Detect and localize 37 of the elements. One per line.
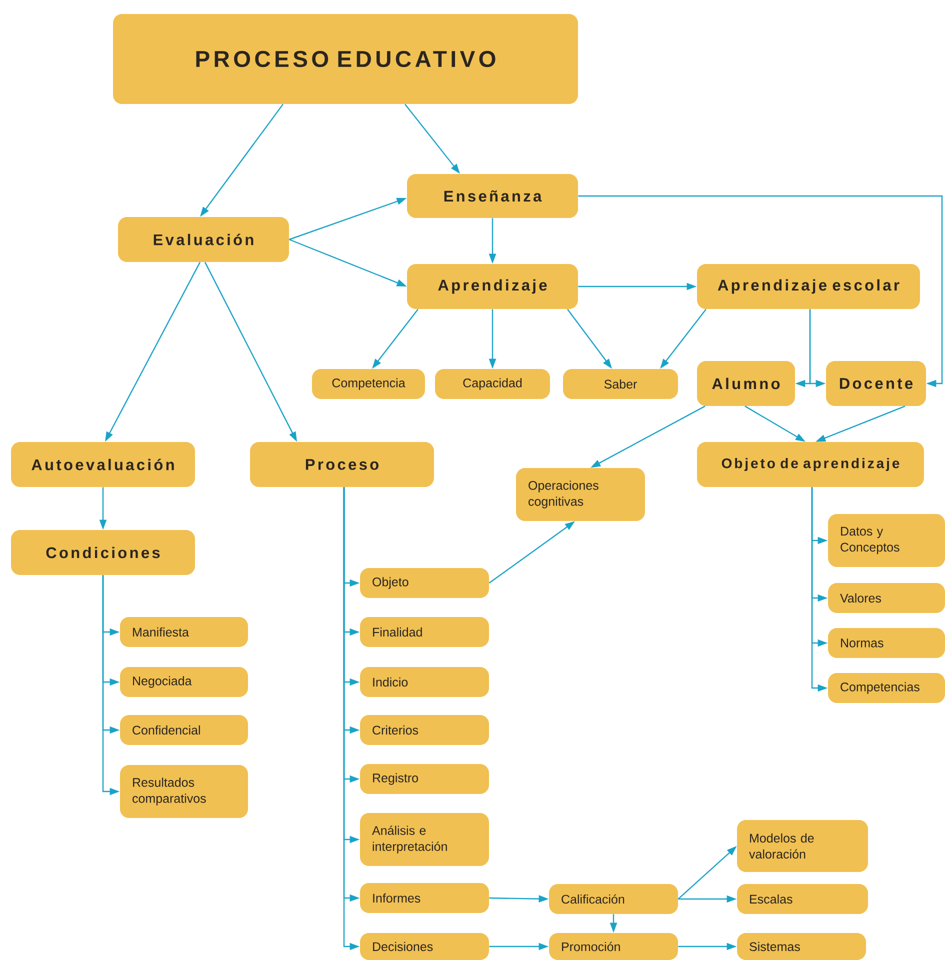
- concept-box: Decisiones: [360, 933, 489, 960]
- concept-box: Finalidad: [360, 617, 489, 647]
- concept-box: Alumno: [697, 361, 795, 406]
- concept-box: Objeto: [360, 568, 489, 598]
- concept-box: Informes: [360, 883, 489, 913]
- concept-box: Confidencial: [120, 715, 248, 745]
- concept-box: Capacidad: [435, 369, 550, 399]
- concept-box: Saber: [563, 369, 678, 399]
- concept-box: Calificación: [549, 884, 678, 914]
- concept-box: Condiciones: [11, 530, 195, 575]
- title-box: PROCESO EDUCATIVO: [113, 14, 578, 104]
- concept-box: Sistemas: [737, 933, 866, 960]
- concept-box: Objeto de aprendizaje: [697, 442, 924, 487]
- concept-box: Docente: [826, 361, 926, 406]
- concept-box: Competencia: [312, 369, 425, 399]
- concept-box: Competencias: [828, 673, 945, 703]
- concept-box: Valores: [828, 583, 945, 613]
- concept-box: Proceso: [250, 442, 434, 487]
- concept-box: Criterios: [360, 715, 489, 745]
- concept-box: Aprendizaje escolar: [697, 264, 920, 309]
- concept-box: Indicio: [360, 667, 489, 697]
- concept-box: Enseñanza: [407, 174, 578, 218]
- concept-box: Modelos de valoración: [737, 820, 868, 872]
- concept-box: Promoción: [549, 933, 678, 960]
- concept-box: Normas: [828, 628, 945, 658]
- concept-box: Datos y Conceptos: [828, 514, 945, 567]
- concept-box: Negociada: [120, 667, 248, 697]
- concept-box: Escalas: [737, 884, 868, 914]
- concept-box: Registro: [360, 764, 489, 794]
- concept-box: Manifiesta: [120, 617, 248, 647]
- concept-box: Aprendizaje: [407, 264, 578, 309]
- concept-box: Evaluación: [118, 217, 289, 262]
- arrow: [578, 195, 943, 388]
- concept-box: Resultados comparativos: [120, 765, 248, 818]
- concept-box: Análisis e interpretación: [360, 813, 489, 866]
- concept-box: Autoevaluación: [11, 442, 195, 487]
- concept-box: Operaciones cognitivas: [516, 468, 645, 521]
